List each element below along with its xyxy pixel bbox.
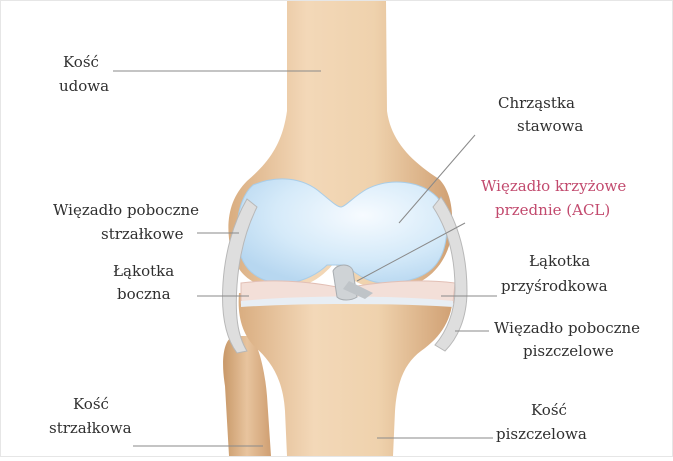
label-lateral-meniscus: Łąkotka boczna — [113, 262, 174, 303]
label-fibula-line2: strzałkowa — [49, 419, 132, 437]
label-tibia: Kość piszczelowa — [496, 401, 587, 443]
label-mcl-line1: Więzadło poboczne — [494, 319, 640, 337]
label-acl: Więzadło krzyżowe przednie (ACL) — [481, 177, 626, 219]
label-femur-line2: udowa — [59, 77, 109, 95]
label-lateral-meniscus-line2: boczna — [117, 285, 171, 303]
label-medial-meniscus: Łąkotka przyśrodkowa — [501, 252, 608, 295]
label-lateral-meniscus-line1: Łąkotka — [113, 262, 174, 280]
tibia-bone — [239, 293, 453, 456]
label-femur-line1: Kość — [63, 53, 99, 71]
label-medial-meniscus-line1: Łąkotka — [529, 252, 590, 270]
label-cartilage: Chrząstka stawowa — [498, 94, 583, 135]
label-medial-meniscus-line2: przyśrodkowa — [501, 277, 608, 295]
label-lcl-line1: Więzadło poboczne — [53, 201, 199, 219]
label-cartilage-line1: Chrząstka — [498, 94, 575, 112]
label-tibia-line2: piszczelowa — [496, 425, 587, 443]
label-mcl-line2: piszczelowe — [523, 342, 614, 360]
label-tibia-line1: Kość — [531, 401, 567, 419]
label-mcl: Więzadło poboczne piszczelowe — [494, 319, 640, 360]
label-acl-line2: przednie (ACL) — [495, 201, 610, 219]
label-lcl-line2: strzałkowe — [101, 225, 184, 243]
label-acl-line1: Więzadło krzyżowe — [481, 177, 626, 195]
label-cartilage-line2: stawowa — [517, 117, 583, 135]
label-femur: Kość udowa — [59, 53, 109, 95]
label-fibula-line1: Kość — [73, 395, 109, 413]
label-fibula: Kość strzałkowa — [49, 395, 132, 437]
label-lcl: Więzadło poboczne strzałkowe — [53, 201, 199, 243]
